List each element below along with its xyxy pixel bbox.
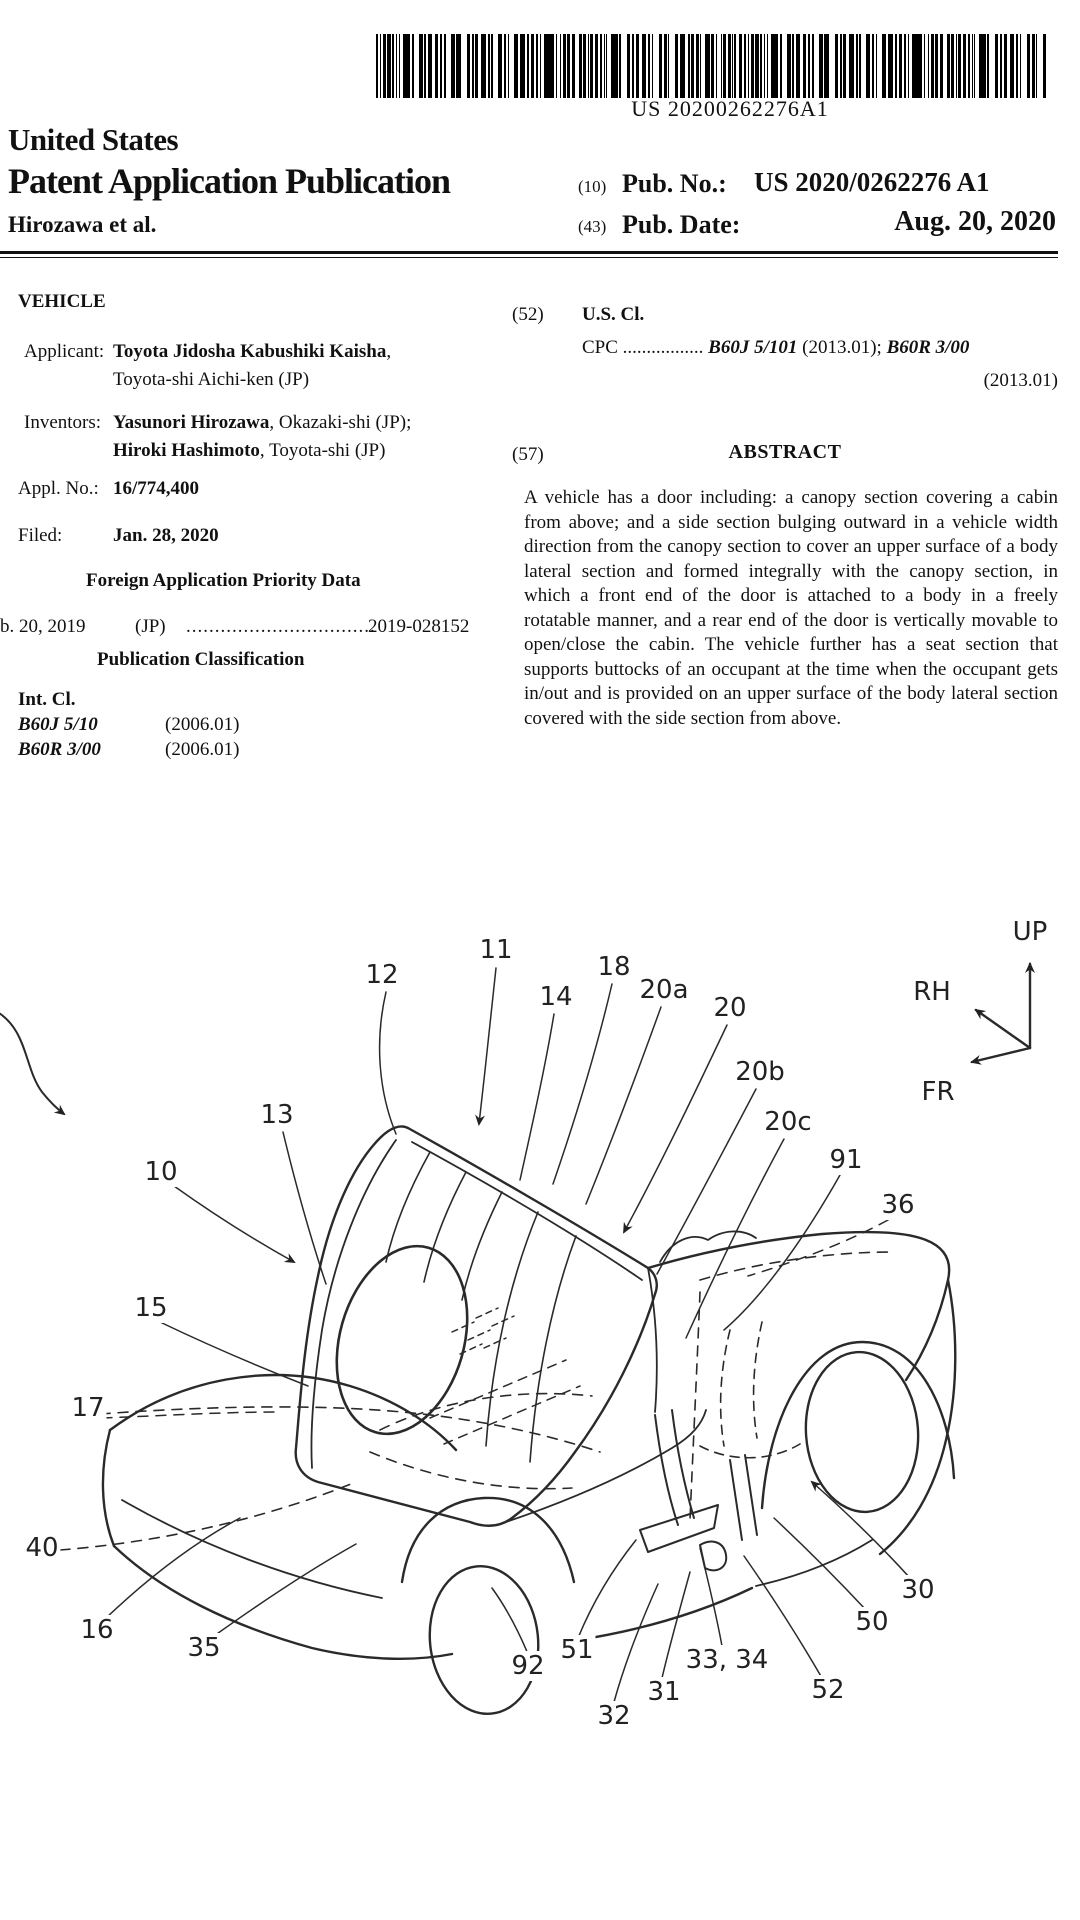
- figure-label-10: 10: [142, 1157, 180, 1187]
- header-country: United States: [8, 122, 179, 157]
- cpc-line: CPC ................. B60J 5/101 (2013.0…: [582, 334, 1060, 362]
- cpc-dots: .................: [622, 337, 704, 358]
- figure-label-40: 40: [23, 1533, 61, 1563]
- figure-label-31: 31: [645, 1677, 683, 1707]
- abstract-heading: ABSTRACT: [728, 441, 842, 463]
- inventors-label: Inventors:: [24, 412, 102, 433]
- header-kind: Patent Application Publication: [8, 161, 451, 201]
- int-cl-label: Int. Cl.: [18, 689, 76, 710]
- figure-label-51: 51: [558, 1635, 596, 1665]
- class-code: B60R 3/00: [18, 739, 101, 760]
- barcode-caption: US 20200262276A1: [631, 96, 829, 121]
- us-cl-label: U.S. Cl.: [582, 304, 645, 325]
- priority-date: b. 20, 2019: [0, 616, 86, 637]
- figure-label-20b: 20b: [733, 1057, 787, 1087]
- class-row: B60J 5/10 (2006.01): [0, 711, 470, 737]
- figure-label-50: 50: [853, 1607, 891, 1637]
- publication-classification-heading: Publication Classification: [97, 649, 305, 670]
- figure-label-32: 32: [595, 1701, 633, 1731]
- header-rule-thin: [0, 257, 1058, 258]
- figure-label-11: 11: [477, 935, 515, 965]
- class-version: (2006.01): [165, 714, 240, 735]
- figure-label-91: 91: [827, 1145, 865, 1175]
- header-rule-thick: [0, 251, 1058, 254]
- abstract-text: A vehicle has a door including: a canopy…: [524, 487, 1058, 729]
- appl-no-label: Appl. No.:: [18, 478, 99, 499]
- class-version: (2006.01): [165, 739, 240, 760]
- priority-country: (JP): [135, 616, 166, 637]
- figure-label-20a: 20a: [637, 975, 691, 1005]
- priority-dots: .................................: [186, 616, 376, 637]
- figure-label-15: 15: [132, 1293, 170, 1323]
- inventor2-rest: , Toyota-shi (JP): [259, 440, 386, 461]
- figure-label-18: 18: [595, 952, 633, 982]
- figure-label-12: 12: [363, 960, 401, 990]
- figure-label-13: 13: [258, 1100, 296, 1130]
- figure-label-20c: 20c: [762, 1107, 814, 1137]
- inid-43: (43): [578, 217, 607, 236]
- applicant-name: Toyota Jidosha Kabushiki Kaisha: [113, 341, 387, 362]
- figure-label-14: 14: [537, 982, 575, 1012]
- figure-label-20: 20: [711, 993, 749, 1023]
- filed-label: Filed:: [18, 525, 63, 546]
- cpc-continuation: (2013.01): [983, 370, 1058, 391]
- figure-label-33-34: 33, 34: [683, 1645, 771, 1675]
- cpc-code-1: B60J 5/101: [708, 337, 798, 358]
- priority-number: 2019-028152: [368, 616, 470, 637]
- figure-label-17: 17: [69, 1393, 107, 1423]
- class-row: B60R 3/00 (2006.01): [0, 736, 470, 762]
- invention-title: VEHICLE: [18, 291, 106, 312]
- inid-52: (52): [512, 304, 544, 325]
- applicant-label: Applicant:: [24, 341, 105, 362]
- applicant-value: Toyota Jidosha Kabushiki Kaisha, Toyota-…: [113, 338, 453, 394]
- figure-label-92: 92: [509, 1651, 547, 1681]
- foreign-priority-heading: Foreign Application Priority Data: [86, 570, 361, 591]
- inventor1-name: Yasunori Hirozawa: [113, 412, 270, 433]
- applicant-name-suffix: ,: [386, 341, 392, 362]
- inid-57: (57): [512, 444, 544, 465]
- figure-label-rh: RH: [911, 977, 953, 1007]
- inventor2-name: Hiroki Hashimoto: [113, 440, 260, 461]
- figure-label-30: 30: [899, 1575, 937, 1605]
- applicant-line2: Toyota-shi Aichi-ken (JP): [113, 369, 310, 390]
- barcode: [376, 34, 1048, 98]
- pub-date-label: Pub. Date:: [622, 210, 741, 239]
- inid-10: (10): [578, 177, 607, 196]
- cpc-label: CPC: [582, 337, 618, 358]
- class-code: B60J 5/10: [18, 714, 98, 735]
- pub-no-value: US 2020/0262276 A1: [754, 167, 990, 197]
- inventors-value: Yasunori Hirozawa, Okazaki-shi (JP); Hir…: [113, 409, 463, 465]
- header-authors: Hirozawa et al.: [8, 212, 157, 237]
- inventor1-rest: , Okazaki-shi (JP);: [269, 412, 412, 433]
- pub-no-label: Pub. No.:: [622, 169, 727, 198]
- filed-value: Jan. 28, 2020: [113, 525, 219, 546]
- cpc-code-2: B60R 3/00: [886, 337, 970, 358]
- figure-label-fr: FR: [919, 1077, 957, 1107]
- pub-date-value: Aug. 20, 2020: [894, 206, 1056, 237]
- cpc-mid: (2013.01);: [797, 337, 887, 358]
- figure-label-16: 16: [78, 1615, 116, 1645]
- appl-no-value: 16/774,400: [113, 478, 200, 499]
- figure-label-36: 36: [879, 1190, 917, 1220]
- figure-label-52: 52: [809, 1675, 847, 1705]
- priority-row: b. 20, 2019 (JP) .......................…: [0, 613, 490, 641]
- figure-label-up: UP: [1010, 917, 1050, 947]
- figure-label-35: 35: [185, 1633, 223, 1663]
